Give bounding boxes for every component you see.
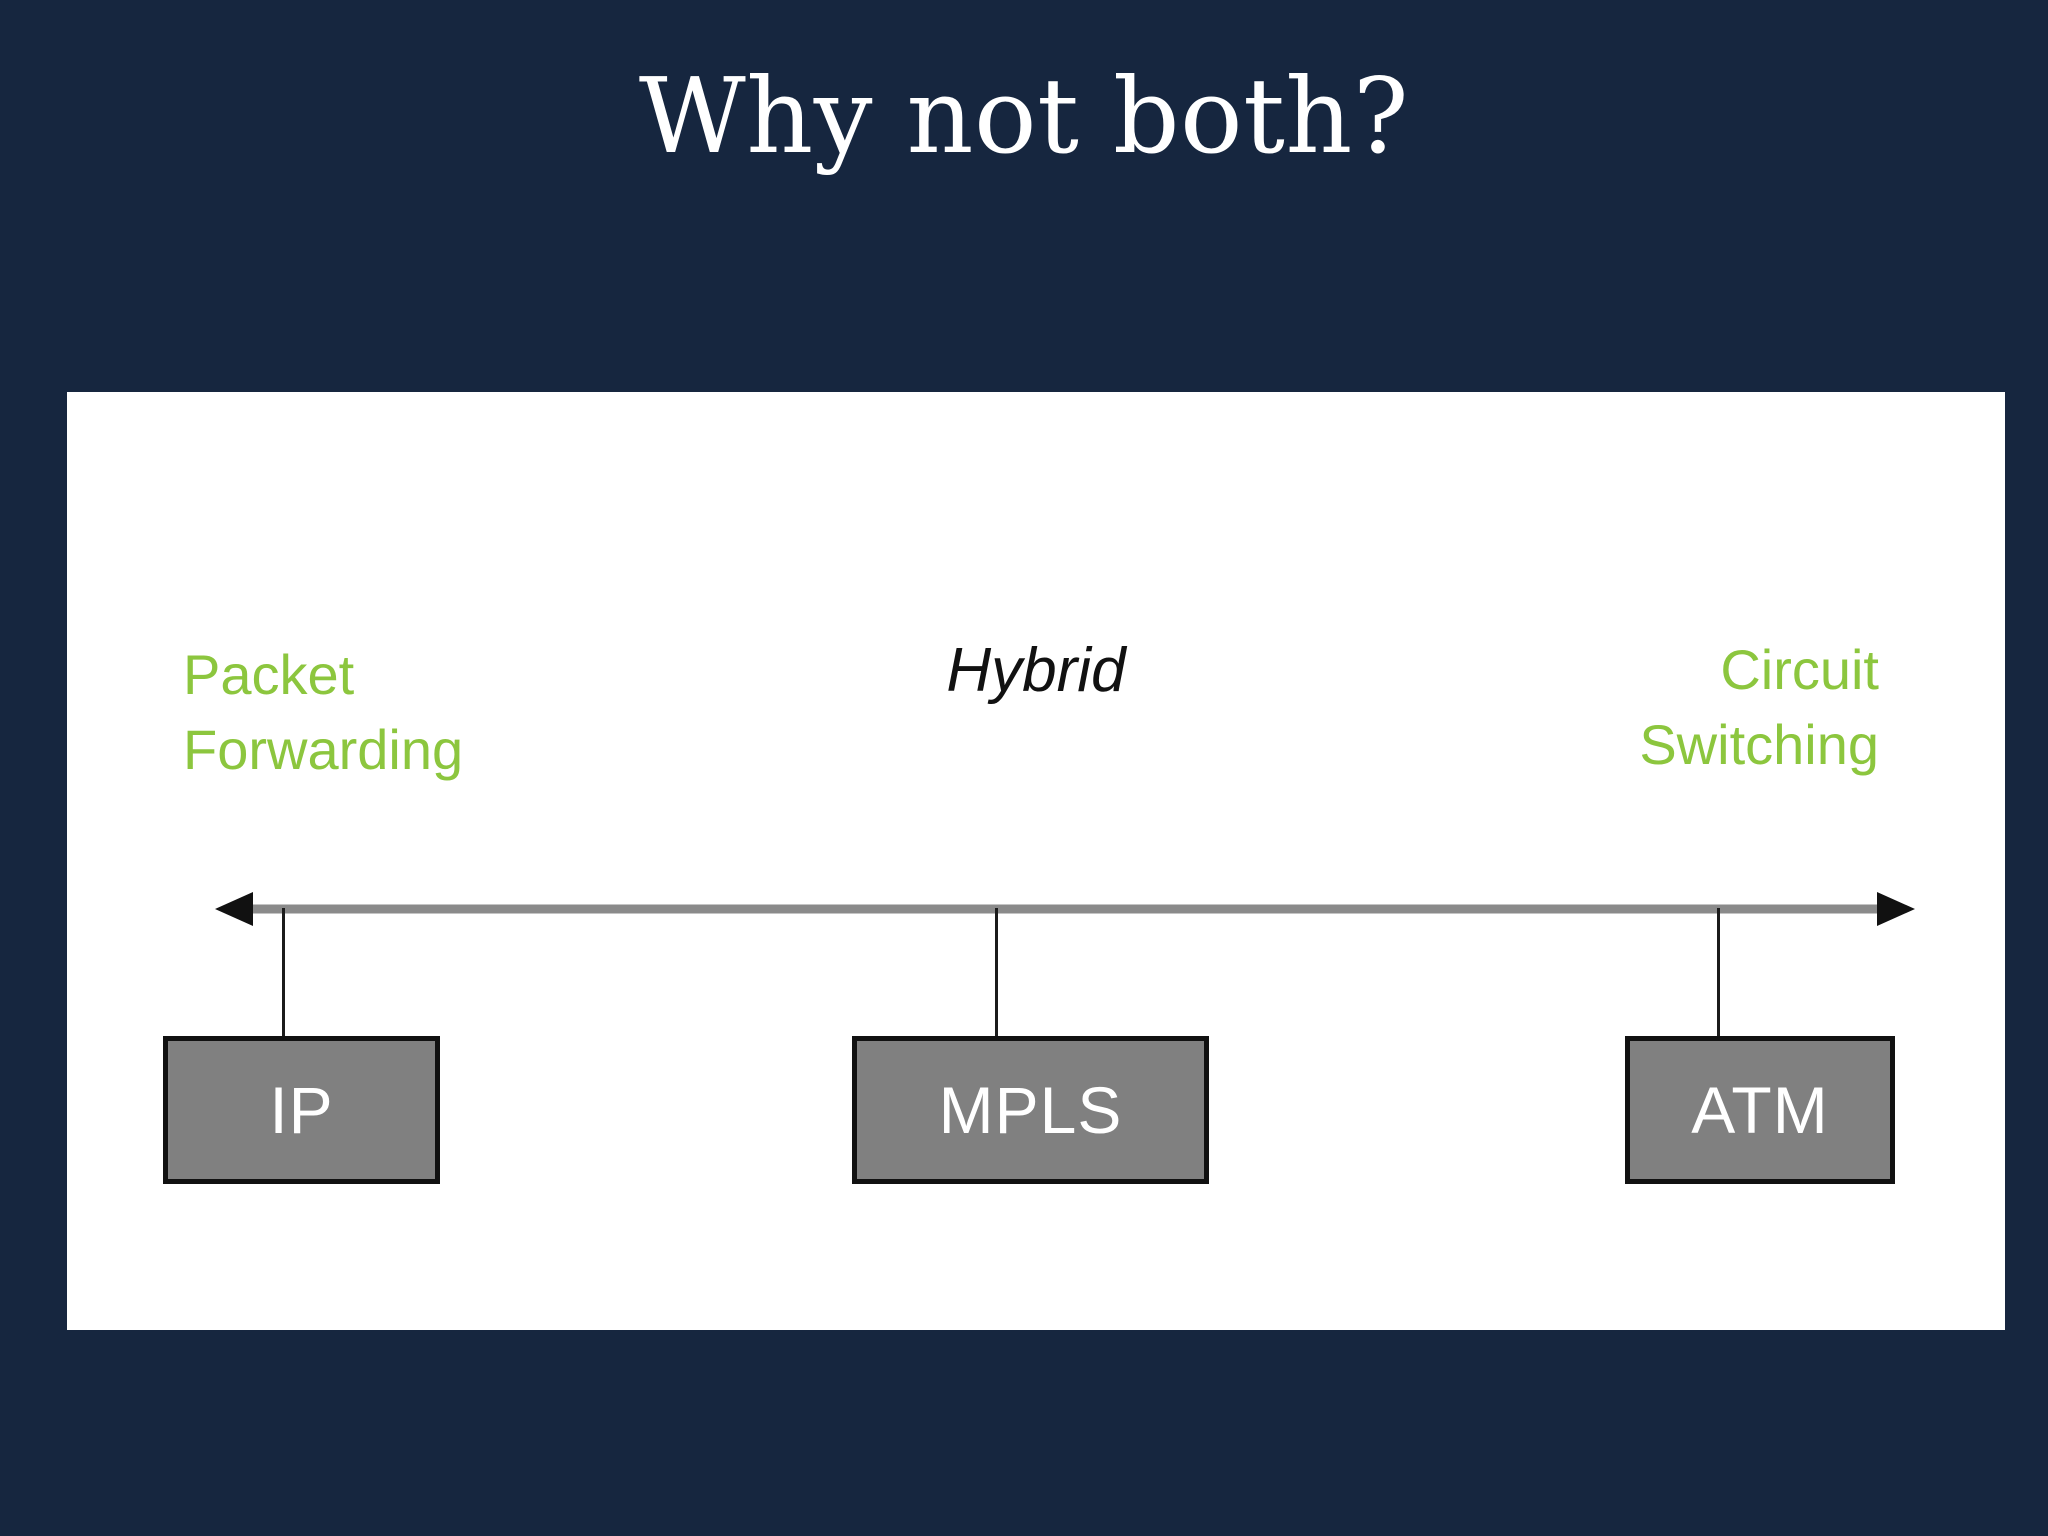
node-box-atm[interactable]: ATM [1625,1036,1895,1184]
page-title: Why not both? [638,55,1410,177]
connector-line-ip [282,908,285,1038]
spectrum-label-hybrid: Hybrid [946,636,1126,705]
node-label-atm: ATM [1691,1073,1829,1147]
node-label-ip: IP [269,1073,334,1147]
right-arrowhead-icon [1877,892,1915,926]
spectrum-label-packet-forwarding: Packet Forwarding [183,643,464,782]
node-box-mpls[interactable]: MPLS [852,1036,1209,1184]
content-panel: Packet Forwarding Hybrid Circuit Switchi… [67,392,2005,1330]
spectrum-label-circuit-switching: Circuit Switching [1639,638,1879,777]
node-label-mpls: MPLS [938,1073,1123,1147]
left-arrowhead-icon [215,892,253,926]
node-box-ip[interactable]: IP [163,1036,440,1184]
connector-line-atm [1717,908,1720,1038]
spectrum-diagram: Packet Forwarding Hybrid Circuit Switchi… [67,392,2005,1330]
connector-line-mpls [995,908,998,1038]
spectrum-axis [215,892,1915,926]
